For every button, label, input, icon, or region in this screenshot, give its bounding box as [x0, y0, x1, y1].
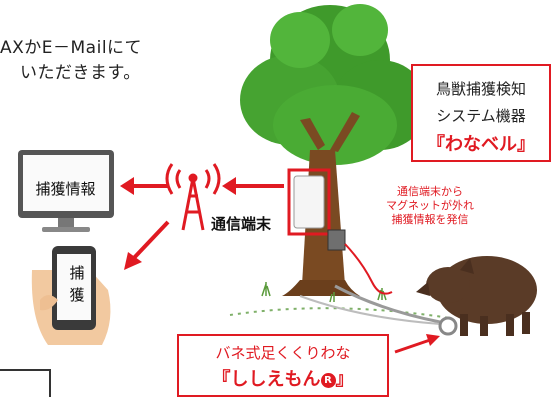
- signal-note: 通信端末から マグネットが外れ 捕獲情報を発信: [360, 185, 500, 227]
- trap-name-close: 』: [335, 369, 354, 390]
- device-label: 通信端末: [211, 215, 272, 233]
- product-line-1: 鳥獣捕獲検知: [435, 80, 526, 98]
- product-callout: 鳥獣捕獲検知 システム機器 『わなベル』: [411, 64, 551, 162]
- arrow-trap-to-boar: [394, 334, 440, 354]
- arrow-device-to-antenna: [222, 177, 284, 195]
- note-line-1: 通信端末から: [397, 185, 463, 198]
- intro-line-2: いただきます。: [20, 63, 141, 83]
- note-line-2: マグネットが外れ: [386, 199, 474, 212]
- product-name: 『わなベル』: [427, 134, 535, 155]
- monitor-screen-text: 捕獲情報: [35, 180, 96, 198]
- communication-device: [293, 175, 325, 229]
- snare-loop: [438, 316, 458, 336]
- wire-rope: [299, 295, 441, 325]
- tree-canopy: [240, 4, 428, 165]
- intro-text: AXかE－Mailにて いただきます。: [0, 36, 142, 86]
- trap-name-open: 『ししえもん: [212, 369, 321, 390]
- boar-illustration: [414, 256, 537, 336]
- partial-box-edge: [0, 369, 51, 397]
- phone-char-1: 捕: [69, 264, 85, 282]
- trap-line-1: バネ式足くくりわな: [215, 344, 351, 362]
- magnet-box: [327, 229, 346, 251]
- phone-screen-text: 捕 獲: [67, 262, 87, 306]
- magnet-wire: [344, 243, 393, 295]
- trap-wire: [334, 284, 441, 324]
- intro-line-1: AXかE－Mailにて: [0, 38, 143, 58]
- phone-char-2: 獲: [69, 286, 85, 304]
- monitor-icon: [18, 150, 114, 232]
- arrow-antenna-to-phone: [124, 220, 170, 270]
- registered-mark-icon: R: [320, 372, 336, 388]
- antenna-icon: [165, 163, 221, 231]
- note-line-3: 捕獲情報を発信: [391, 213, 469, 226]
- product-line-2: システム機器: [436, 107, 526, 125]
- arrow-antenna-to-monitor: [120, 177, 168, 195]
- device-highlight: [287, 168, 331, 236]
- phone-in-hand-icon: [31, 246, 111, 345]
- ground-line: [229, 307, 451, 319]
